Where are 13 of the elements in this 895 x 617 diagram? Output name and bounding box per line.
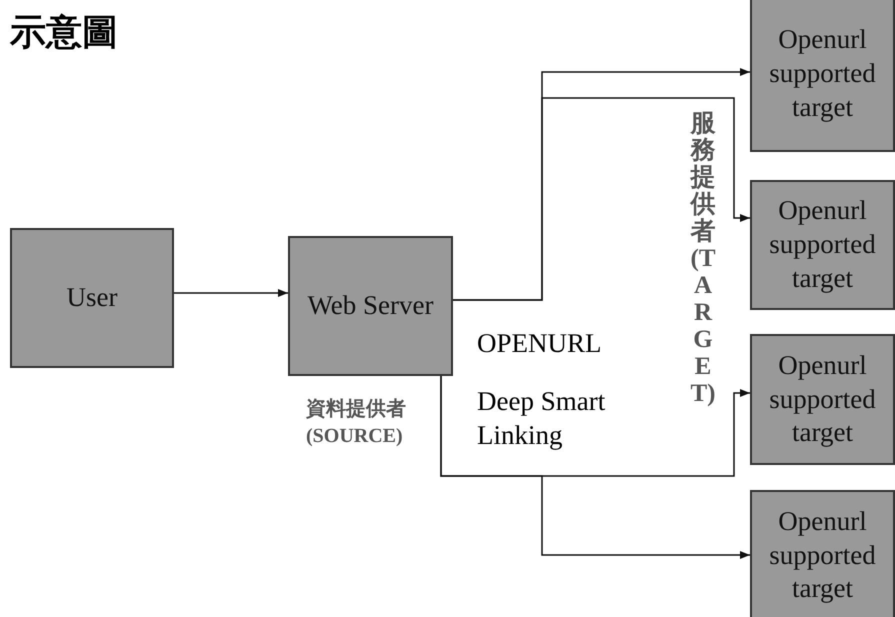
vertical-label: 服務提供者(TARGET) — [688, 110, 716, 407]
title: 示意圖 — [10, 11, 118, 54]
annotation-text: OPENURL — [477, 328, 602, 359]
target-box: Openurl supported target — [750, 334, 895, 465]
arrow — [174, 289, 288, 297]
process-box: Web Server — [288, 236, 453, 376]
process-box: User — [10, 228, 174, 368]
arrow — [440, 376, 750, 559]
target-box: Openurl supported target — [750, 180, 895, 310]
annotation-text: Deep Smart Linking — [477, 385, 606, 452]
target-box: Openurl supported target — [750, 0, 895, 152]
node-caption: 資料提供者 (SOURCE) — [306, 397, 407, 449]
target-box: Openurl supported target — [750, 490, 895, 617]
